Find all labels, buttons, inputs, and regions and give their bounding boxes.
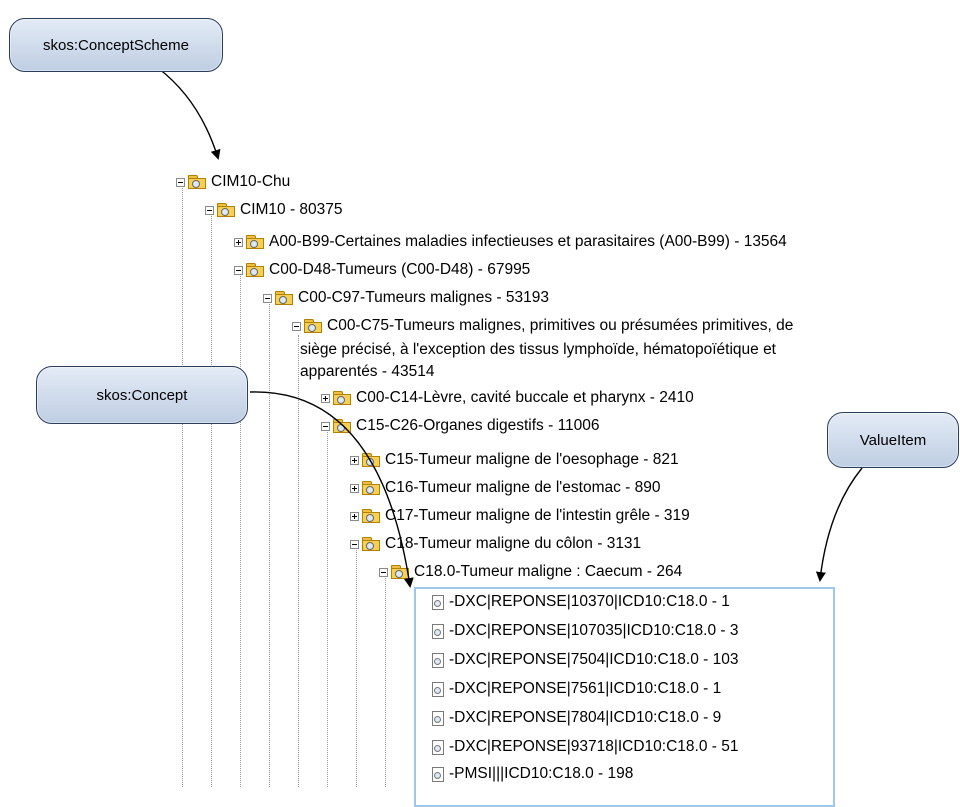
tree-node-label-line: apparentés - 43514 [300,363,435,380]
tree-node-label: C18.0-Tumeur maligne : Caecum - 264 [414,563,683,580]
tree-node-label: C18-Tumeur maligne du côlon - 3131 [385,535,642,552]
concept-scheme-arrow [157,67,221,160]
tree-node-label: CIM10 - 80375 [240,201,343,218]
collapse-toggle-icon[interactable] [321,421,330,431]
concept-callout: skos:Concept [36,366,248,424]
tree-node-label: CIM10-Chu [211,173,291,190]
collapse-toggle-icon[interactable] [379,567,388,577]
value-item-label: -DXC|REPONSE|7561|ICD10:C18.0 - 1 [449,680,722,697]
tree-node-label: C15-Tumeur maligne de l'oesophage - 821 [385,451,679,468]
folder-concept-icon [275,291,293,305]
document-item-icon [432,681,444,697]
collapse-toggle-icon[interactable] [292,321,301,331]
document-item-icon [432,739,444,755]
tree-node[interactable]: C16-Tumeur maligne de l'estomac - 890 [350,477,660,499]
tree-guide-line [182,186,183,787]
collapse-toggle-icon[interactable] [176,177,185,187]
tree-guide-line [269,295,270,787]
callout-arrows [157,67,863,588]
tree-node-label: C16-Tumeur maligne de l'estomac - 890 [385,479,661,496]
tree-node-label: A00-B99-Certaines maladies infectieuses … [269,233,787,250]
tree-node-label: C17-Tumeur maligne de l'intestin grêle -… [385,507,690,524]
callout-label: skos:Concept [96,386,188,404]
value-item-label: -DXC|REPONSE|7504|ICD10:C18.0 - 103 [449,651,739,668]
document-item-icon [432,594,444,610]
tree-node[interactable]: CIM10-Chu [176,171,290,193]
tree-guide-line [240,267,241,787]
expand-toggle-icon[interactable] [350,483,359,493]
tree-node-label: C00-D48-Tumeurs (C00-D48) - 67995 [269,261,531,278]
tree-node[interactable]: C17-Tumeur maligne de l'intestin grêle -… [350,505,690,527]
tree-node[interactable]: C00-C97-Tumeurs malignes - 53193 [263,287,549,309]
tree-node-label: C00-C97-Tumeurs malignes - 53193 [298,289,549,306]
tree-node[interactable]: C18-Tumeur maligne du côlon - 3131 [350,533,641,555]
tree-node[interactable]: A00-B99-Certaines maladies infectieuses … [234,231,787,253]
document-item-icon [432,623,444,639]
tree-node-label: C00-C14-Lèvre, cavité buccale et pharynx… [356,389,694,406]
folder-concept-icon [362,481,380,495]
callout-label: skos:ConceptScheme [43,36,189,54]
expand-toggle-icon[interactable] [350,511,359,521]
folder-concept-icon [304,319,322,333]
value-item-row[interactable]: -DXC|REPONSE|7804|ICD10:C18.0 - 9 [432,707,721,729]
tree-node-continuation: apparentés - 43514 [300,361,434,383]
collapse-toggle-icon[interactable] [350,539,359,549]
value-item-label: -DXC|REPONSE|107035|ICD10:C18.0 - 3 [449,622,739,639]
value-item-label: -DXC|REPONSE|7804|ICD10:C18.0 - 9 [449,709,722,726]
tree-view: CIM10-Chu CIM10 - 80375 A00-B99-Certaine… [176,171,835,807]
value-item-row[interactable]: -DXC|REPONSE|107035|ICD10:C18.0 - 3 [432,620,738,642]
expand-toggle-icon[interactable] [321,393,330,403]
folder-concept-icon [188,175,206,189]
expand-toggle-icon[interactable] [350,455,359,465]
folder-concept-icon [246,263,264,277]
value-item-row[interactable]: -DXC|REPONSE|93718|ICD10:C18.0 - 51 [432,736,738,758]
value-item-label: -PMSI|||ICD10:C18.0 - 198 [449,765,634,782]
folder-concept-icon [362,537,380,551]
tree-node[interactable]: CIM10 - 80375 [205,199,343,221]
value-item-row[interactable]: -PMSI|||ICD10:C18.0 - 198 [432,763,633,785]
expand-toggle-icon[interactable] [234,237,243,247]
concept-scheme-callout: skos:ConceptScheme [9,18,223,72]
value-item-row[interactable]: -DXC|REPONSE|7504|ICD10:C18.0 - 103 [432,649,738,671]
document-item-icon [432,652,444,668]
value-item-label: -DXC|REPONSE|93718|ICD10:C18.0 - 51 [449,738,739,755]
value-item-arrow [815,467,863,582]
tree-guide-line [356,542,357,787]
folder-concept-icon [333,391,351,405]
document-item-icon [432,766,444,782]
folder-concept-icon [246,235,264,249]
document-item-icon [432,710,444,726]
value-item-label: -DXC|REPONSE|10370|ICD10:C18.0 - 1 [449,593,730,610]
tree-node-continuation: siège précisé, à l'exception des tissus … [300,339,776,361]
tree-node[interactable]: C00-C14-Lèvre, cavité buccale et pharynx… [321,387,694,409]
tree-guide-line [327,430,328,787]
tree-guide-line [298,335,299,787]
tree-node-label: C00-C75-Tumeurs malignes, primitives ou … [327,317,794,334]
folder-concept-icon [362,509,380,523]
collapse-toggle-icon[interactable] [205,205,214,215]
folder-concept-icon [217,203,235,217]
concept-arrow [249,391,414,588]
callout-label: ValueItem [859,431,927,449]
collapse-toggle-icon[interactable] [263,293,272,303]
tree-guide-line [211,214,212,787]
collapse-toggle-icon[interactable] [234,265,243,275]
tree-node[interactable]: C00-D48-Tumeurs (C00-D48) - 67995 [234,259,530,281]
tree-node-label: C15-C26-Organes digestifs - 11006 [356,417,600,434]
tree-node[interactable]: C15-C26-Organes digestifs - 11006 [321,415,600,437]
tree-node[interactable]: C00-C75-Tumeurs malignes, primitives ou … [292,315,793,337]
tree-node-label-line: siège précisé, à l'exception des tissus … [300,341,776,358]
value-item-callout: ValueItem [827,412,959,468]
tree-guide-line [385,570,386,787]
value-item-row[interactable]: -DXC|REPONSE|7561|ICD10:C18.0 - 1 [432,678,721,700]
value-item-row[interactable]: -DXC|REPONSE|10370|ICD10:C18.0 - 1 [432,591,730,613]
